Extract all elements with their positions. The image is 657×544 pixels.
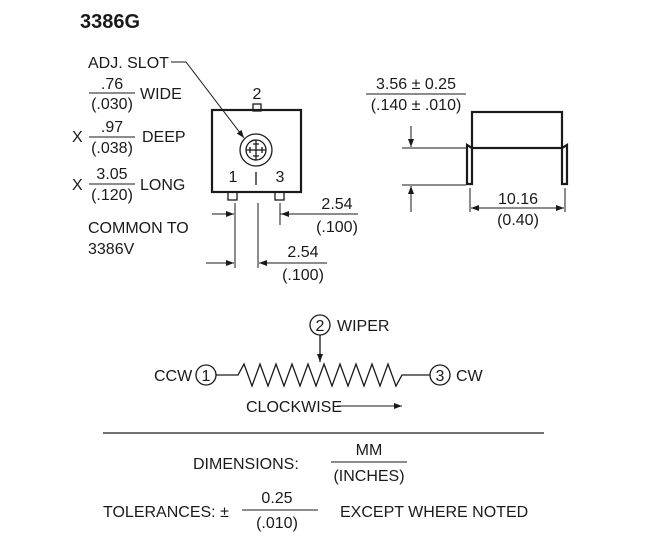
side-view: 3.56 ± 0.25 (.140 ± .010) 10.16 (0.40) (366, 76, 569, 229)
tolerances-numerator: 0.25 (261, 490, 292, 507)
ccw-label: CCW (154, 368, 193, 385)
side-pin-right (560, 143, 569, 186)
pin-3-number: 3 (276, 169, 285, 186)
side-pin-left (465, 143, 474, 186)
tolerances-label: TOLERANCES: ± (103, 504, 229, 521)
pitch-right-inch: (.100) (316, 219, 358, 236)
trimmer-body-side (470, 110, 564, 150)
deep-label: DEEP (142, 129, 186, 146)
clockwise-label: CLOCKWISE (246, 399, 342, 416)
pin-1-number: 1 (229, 169, 238, 186)
pin-2-number: 2 (253, 86, 262, 103)
deep-prefix: X (72, 129, 83, 146)
part-number-title: 3386G (80, 11, 140, 33)
common-to-line-2: 3386V (88, 241, 135, 258)
top-view: ADJ. SLOT .76 (.030) WIDE X .97 (.038) D… (72, 55, 358, 284)
height-mm: 3.56 ± 0.25 (376, 76, 456, 93)
width-inch: (0.40) (497, 212, 539, 229)
pitch-bottom-inch: (.100) (282, 267, 324, 284)
schematic: 2 WIPER 1 CCW 3 CW CLOCKWISE (154, 314, 484, 416)
pitch-bottom-mm: 2.54 (287, 244, 318, 261)
common-to-line-1: COMMON TO (88, 220, 189, 237)
footer-notes: DIMENSIONS: MM (INCHES) TOLERANCES: ± 0.… (103, 442, 528, 532)
except-label: EXCEPT WHERE NOTED (340, 504, 528, 521)
resistor-zigzag (216, 362, 430, 388)
height-inch: (.140 ± .010) (371, 97, 462, 114)
pitch-right-mm: 2.54 (321, 196, 352, 213)
wide-inch: (.030) (91, 96, 133, 113)
pin-2-stub (252, 103, 262, 112)
tolerances-denominator: (.010) (256, 515, 298, 532)
trimmer-body-top (210, 108, 303, 194)
cw-terminal-number: 3 (436, 368, 445, 385)
long-label: LONG (140, 177, 185, 194)
wide-mm: .76 (101, 76, 123, 93)
deep-inch: (.038) (91, 140, 133, 157)
pin-3-stub (274, 191, 285, 201)
pin-1-stub (227, 191, 238, 201)
dimensions-label: DIMENSIONS: (193, 456, 299, 473)
adj-slot-label: ADJ. SLOT (88, 55, 169, 72)
adj-slot-leader (171, 61, 245, 139)
long-prefix: X (72, 177, 83, 194)
deep-mm: .97 (101, 119, 123, 136)
width-mm: 10.16 (498, 191, 538, 208)
long-inch: (.120) (91, 187, 133, 204)
wiper-label: WIPER (337, 318, 389, 335)
cw-label: CW (456, 368, 484, 385)
dimensions-numerator: MM (356, 442, 383, 459)
adjust-screw-outer (239, 133, 273, 167)
ccw-terminal-number: 1 (202, 368, 211, 385)
wide-label: WIDE (140, 86, 182, 103)
long-mm: 3.05 (96, 166, 127, 183)
adjust-screw-cross (246, 140, 266, 160)
wiper-terminal-number: 2 (316, 318, 325, 335)
dimensions-denominator: (INCHES) (333, 468, 404, 485)
